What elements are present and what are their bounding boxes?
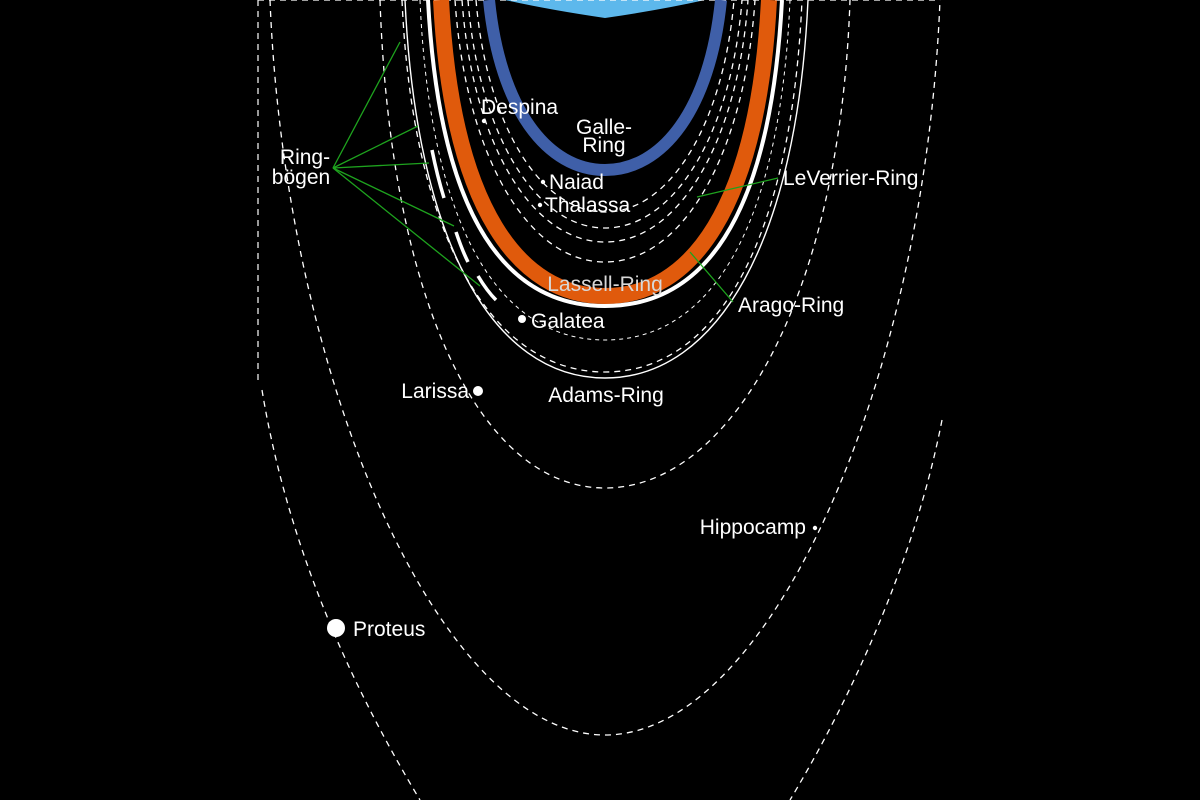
proteus-orbit-right [789,419,943,800]
proteus-moon [327,619,345,637]
lassell-ring [433,0,777,305]
naiad-moon [540,179,546,185]
thalassa-moon [537,202,543,208]
le-verrier-pointer [696,177,779,198]
moons [327,118,818,637]
pointer-lines [332,41,779,303]
proteus-label: Proteus [353,618,425,641]
larissa-moon [473,386,483,396]
ring-arcs-pointer-3 [332,162,430,169]
planet-icon [505,0,705,18]
galatea-label: Galatea [531,310,605,333]
ring-arcs-label-line2: bögen [272,166,330,189]
naiad-orbit [467,0,743,229]
adams-ring [404,0,809,379]
labels: Ring- bögen Despina Galle- Ring Naiad Th… [272,96,919,641]
inner-orbit-a [475,0,735,213]
ring-arc-3 [476,275,498,302]
galle-ring-label-line2: Ring [582,134,625,157]
outer-orbits [261,0,943,800]
despina-label: Despina [481,96,558,119]
le-verrier-ring-label: LeVerrier-Ring [783,167,918,190]
ring-arcs-pointer-2 [332,125,419,169]
galle-ring-label-line1: Galle- [576,116,632,139]
neptune-planet [505,0,705,18]
arago-pointer [689,251,734,303]
ring-arcs-pointer-4 [332,167,455,227]
le-verrier-ring [426,0,784,309]
galatea-orbit [401,0,803,373]
hippocamp-moon [812,525,818,531]
hippocamp-label: Hippocamp [700,516,806,539]
naiad-label: Naiad [549,171,604,194]
galle-ring [483,0,727,177]
proteus-orbit [261,389,421,800]
ring-arcs [430,149,498,302]
adams-ring-label: Adams-Ring [548,384,664,407]
larissa-orbit [379,0,851,489]
despina-moon [481,118,487,124]
arago-ring-label: Arago-Ring [738,294,844,317]
ring-arcs-label-line1: Ring- [280,146,330,169]
galatea-moon [518,315,526,323]
hippocamp-orbit [269,0,941,736]
larissa-label: Larissa [401,380,469,403]
ring-arcs-pointer-1 [332,41,401,169]
ring-arcs-pointer-5 [332,167,481,287]
arago-ring [419,0,791,341]
ring-arc-1 [430,149,446,199]
lassell-ring-label: Lassell-Ring [547,273,663,296]
ring-arc-2 [454,231,470,263]
thalassa-label: Thalassa [545,194,631,217]
